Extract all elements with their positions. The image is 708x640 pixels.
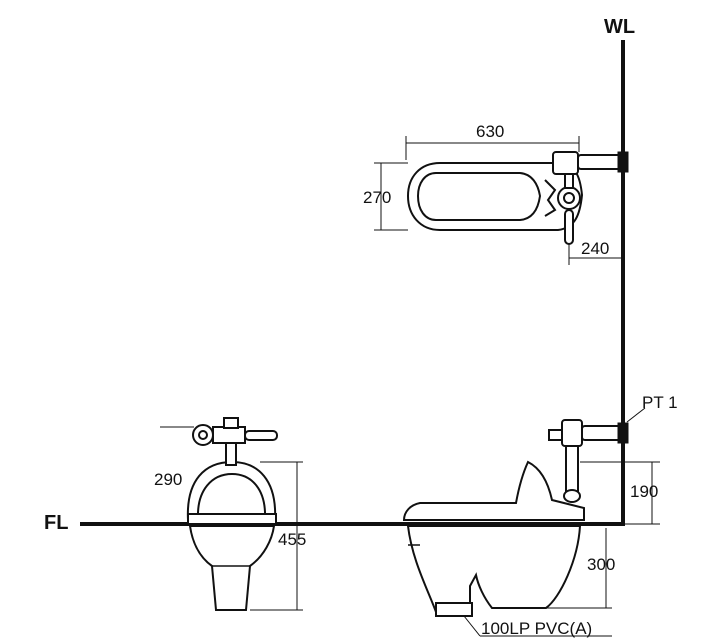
drain-label: 100LP PVC(A) [481,619,592,638]
flush-valve-front [192,417,278,466]
dim-630 [405,136,580,160]
pipe-tag-leader [626,407,646,423]
dim-190 [580,461,660,525]
dim-270-label: 270 [363,188,391,207]
flush-valve-top [552,151,629,245]
dim-455 [250,461,303,611]
dim-300-label: 300 [587,555,615,574]
dim-300 [546,528,612,609]
dim-455-label: 455 [278,530,306,549]
floor-line-label: FL [44,512,68,534]
drain-leader [463,615,612,637]
dim-630-label: 630 [476,122,504,141]
toilet-side-view [402,460,585,617]
dim-290 [160,426,194,525]
flush-valve-side [548,419,629,503]
dim-240 [568,244,623,265]
dim-240-label: 240 [581,239,609,258]
dim-270 [374,162,408,231]
pipe-tag-label: PT 1 [642,393,678,412]
toilet-top-view [406,162,584,231]
wall-line-label: WL [604,16,635,38]
dim-290-label: 290 [154,470,182,489]
toilet-front-view [186,460,277,611]
dim-190-label: 190 [630,482,658,501]
